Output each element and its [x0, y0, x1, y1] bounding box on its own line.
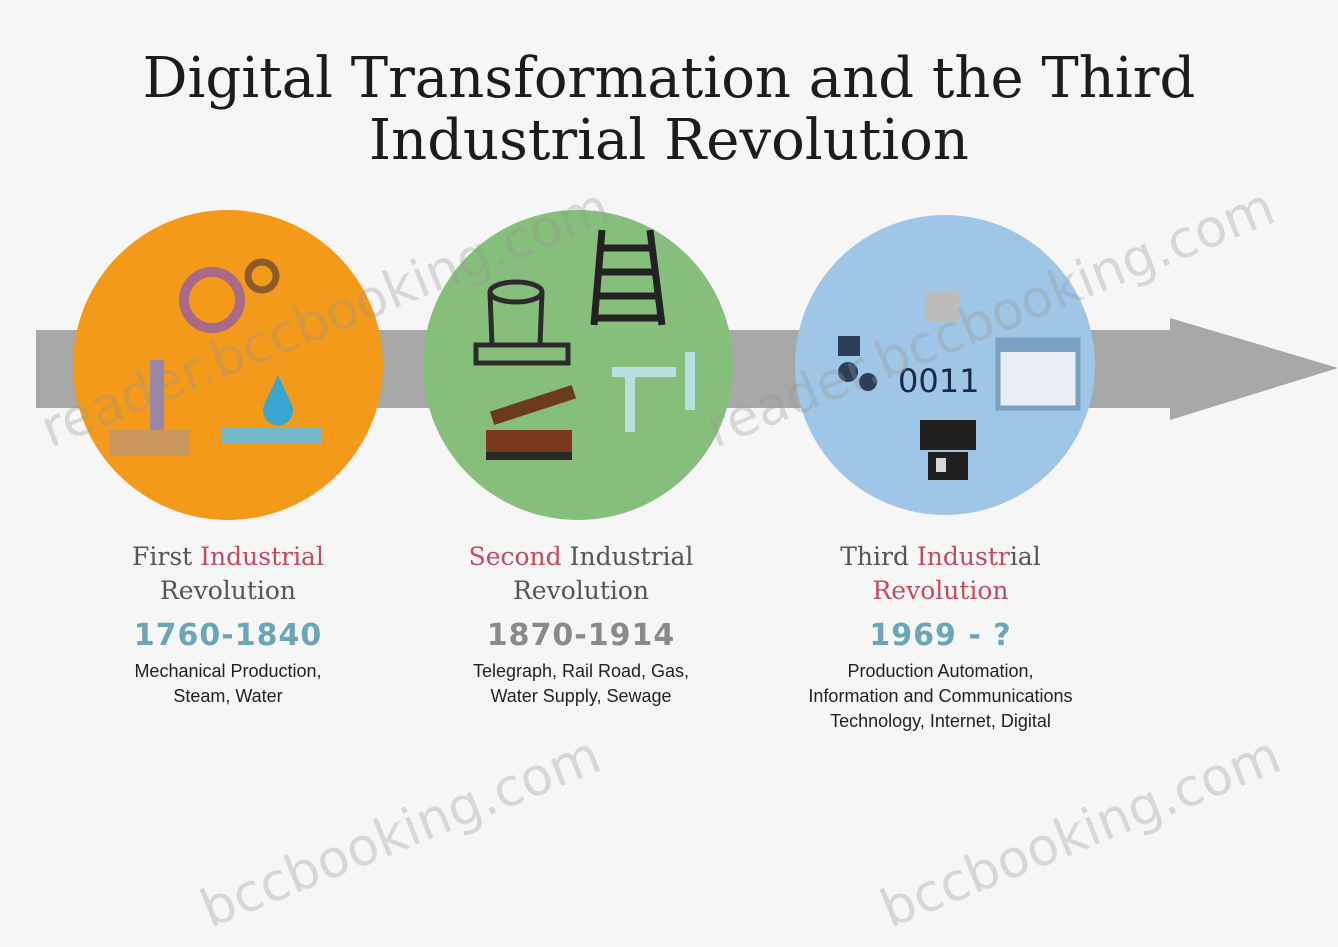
era-title-line-2: Revolution: [872, 576, 1009, 605]
telegraph-icon: [473, 279, 571, 366]
era-description: Telegraph, Rail Road, Gas, Water Supply,…: [411, 659, 751, 709]
era-title-highlight: Industrial: [200, 542, 324, 571]
gas-pipeline-icon: [486, 385, 577, 460]
era-desc-line: Technology, Internet, Digital: [830, 711, 1051, 731]
gear-icon: [179, 258, 280, 333]
era-description: Production Automation, Information and C…: [768, 659, 1113, 734]
era-title: Third Industrial Revolution: [768, 540, 1113, 608]
server-icon: [925, 292, 959, 322]
era-second: Second Industrial Revolution 1870-1914 T…: [411, 540, 751, 709]
era-title: Second Industrial Revolution: [411, 540, 751, 608]
era-years: 1870-1914: [486, 618, 676, 653]
era-third: Third Industrial Revolution 1969 - ? Pro…: [768, 540, 1113, 734]
era-title-part: ial: [1009, 542, 1041, 571]
era-desc-line: Water Supply, Sewage: [490, 686, 672, 706]
era-title-part: First: [132, 542, 201, 571]
era-title-part: Third: [840, 542, 917, 571]
railroad-icon: [590, 229, 666, 326]
title-line-2: Industrial Revolution: [369, 108, 969, 173]
era-desc-line: Production Automation,: [847, 661, 1034, 681]
third-revolution-circle: 0011: [795, 215, 1095, 515]
second-revolution-circle: [423, 210, 733, 520]
era-title-part: Second: [468, 542, 570, 571]
page-title: Digital Transformation and the Third Ind…: [0, 48, 1338, 172]
era-desc-line: Steam, Water: [173, 686, 283, 706]
era-title-highlight: Industr: [916, 542, 1010, 571]
first-revolution-circle: [73, 210, 383, 520]
computer-window-icon: [995, 337, 1081, 411]
era-description: Mechanical Production, Steam, Water: [58, 659, 398, 709]
factory-icon: [110, 360, 190, 456]
era-title-highlight: Industrial: [569, 542, 694, 571]
title-line-1: Digital Transformation and the Third: [142, 46, 1196, 111]
robot-icon: [920, 420, 976, 480]
era-years: 1969 - ?: [869, 618, 1012, 653]
era-first: First Industrial Revolution 1760-1840 Me…: [58, 540, 398, 709]
era-desc-line: Telegraph, Rail Road, Gas,: [472, 661, 690, 681]
era-desc-line: Mechanical Production,: [134, 661, 322, 681]
binary-text: 0011: [898, 362, 979, 400]
era-title-line-2: Revolution: [512, 576, 650, 605]
era-title: First Industrial Revolution: [58, 540, 398, 608]
era-title-line-2: Revolution: [159, 576, 297, 605]
era-years: 1760-1840: [133, 618, 323, 653]
network-icon: [838, 336, 877, 391]
water-drop-icon: [222, 375, 322, 444]
water-faucet-icon: [612, 352, 695, 432]
era-desc-line: Information and Communications: [808, 686, 1073, 706]
